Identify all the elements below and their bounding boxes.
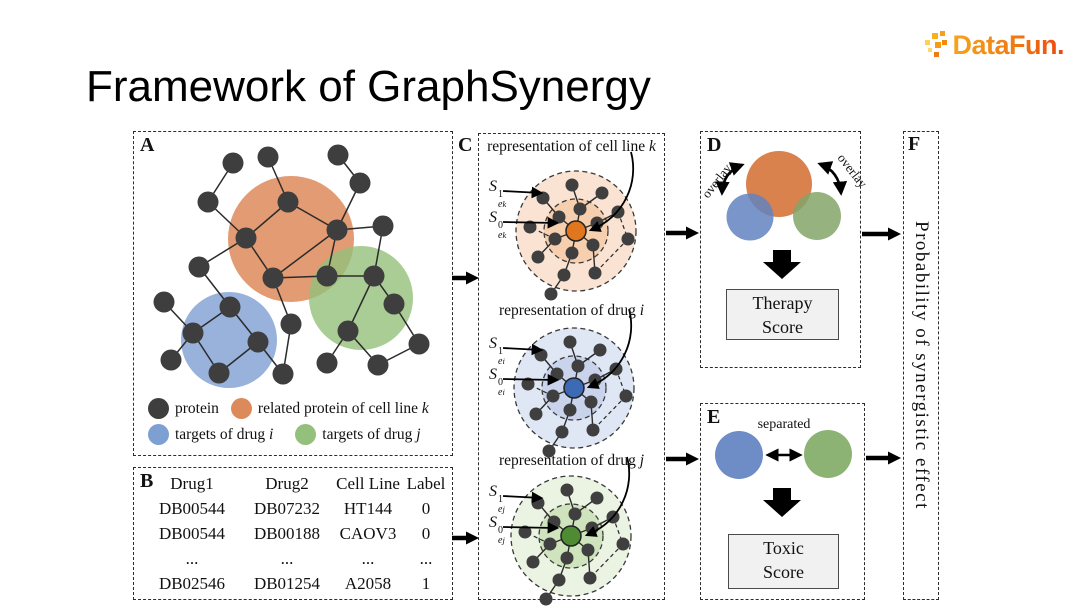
page-title: Framework of GraphSynergy bbox=[86, 62, 651, 111]
arrow-d-to-f bbox=[862, 227, 901, 241]
legend-cellline-label: related protein of cell line k bbox=[257, 399, 429, 417]
panel-a: A protein related protein of cell line k… bbox=[133, 131, 453, 456]
table-row-ellipsis: ............ bbox=[185, 549, 433, 568]
cellline-k-representation bbox=[515, 170, 637, 302]
overlay-label-left: overlay bbox=[699, 161, 735, 201]
cellline-swatch bbox=[230, 398, 252, 419]
drug-j-swatch bbox=[295, 424, 317, 445]
drug-j-circle bbox=[804, 430, 852, 478]
drug-i-circle bbox=[726, 193, 774, 241]
s-label-arrows bbox=[502, 186, 560, 534]
panel-c: representation of cell line k representa… bbox=[478, 133, 665, 607]
panel-f: F Probability of synergistic effect bbox=[903, 131, 939, 600]
logo-mosaic-icon bbox=[925, 31, 948, 57]
therapy-score-box: Therapy Score bbox=[726, 289, 839, 340]
legend-row-2: targets of drug i targets of drug j bbox=[148, 424, 421, 445]
drug-i-circle bbox=[715, 431, 763, 479]
overlay-diagram: overlay overlay bbox=[699, 151, 871, 279]
drug-j-representation bbox=[510, 475, 632, 607]
arrow-c-to-d bbox=[666, 226, 699, 240]
panel-a-label: A bbox=[140, 134, 155, 156]
panel-e-label: E bbox=[707, 406, 721, 428]
overlay-arc-left bbox=[715, 162, 745, 196]
drug-i-representation bbox=[513, 327, 635, 459]
logo-text: DataFun. bbox=[952, 30, 1064, 60]
panel-f-label: F bbox=[908, 133, 921, 155]
overlay-arc-right bbox=[817, 161, 848, 196]
separated-label: separated bbox=[758, 417, 811, 432]
toxic-score-box: Toxic Score bbox=[728, 534, 839, 589]
legend-row-1: protein related protein of cell line k bbox=[148, 398, 429, 419]
network-nodes bbox=[153, 144, 430, 385]
cluster-j-title: representation of drug j bbox=[498, 452, 645, 469]
representation-diagrams bbox=[502, 151, 637, 607]
panel-e: E separated Toxic Score bbox=[700, 403, 865, 600]
down-arrow-icon bbox=[763, 250, 801, 279]
protein-network-graph bbox=[153, 144, 430, 388]
drug-j-circle bbox=[793, 192, 841, 240]
legend-drug-j-label: targets of drug j bbox=[322, 425, 421, 443]
title-pointer-arrows bbox=[584, 151, 635, 537]
drug-i-ellipse bbox=[181, 292, 277, 388]
cluster-k-title: representation of cell line k bbox=[487, 138, 656, 155]
probability-text: Probability of synergistic effect bbox=[911, 221, 932, 510]
cluster-i-title: representation of drug i bbox=[498, 302, 645, 319]
arrow-e-to-f bbox=[866, 451, 901, 465]
down-arrow-icon bbox=[763, 488, 801, 517]
legend-protein-label: protein bbox=[175, 399, 219, 417]
protein-swatch bbox=[148, 398, 169, 419]
legend-drug-i-label: targets of drug i bbox=[175, 425, 274, 443]
arrow-b-to-c bbox=[452, 531, 479, 545]
drug-i-swatch bbox=[148, 424, 169, 445]
panel-d: D overlay overlay Therapy Score bbox=[699, 131, 871, 368]
panel-d-label: D bbox=[707, 134, 722, 156]
arrow-a-to-c bbox=[452, 271, 479, 285]
arrow-c-to-e bbox=[666, 452, 699, 466]
separated-diagram: separated bbox=[715, 417, 852, 517]
panel-c-label: C bbox=[458, 134, 473, 156]
datafun-logo: DataFun. bbox=[925, 30, 1064, 61]
panel-b-label: B bbox=[140, 470, 154, 492]
